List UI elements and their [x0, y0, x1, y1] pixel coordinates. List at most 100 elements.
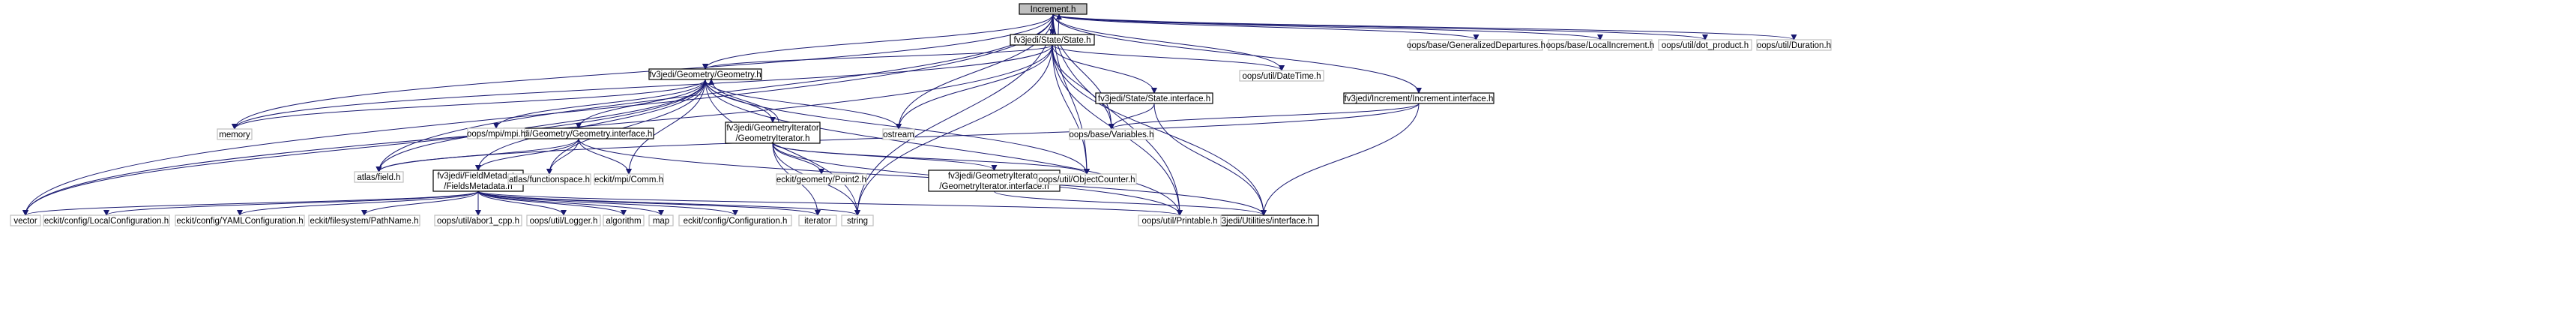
- node-box: [648, 214, 674, 226]
- edge-geometry_iterator_interface-to-utilities_interface: [994, 190, 1267, 216]
- node-label: oops/mpi/mpi.h: [467, 130, 525, 139]
- node-label: iterator: [804, 217, 831, 226]
- edge-geometry-to-atlas_field: [375, 79, 706, 172]
- edge-geometry_iterator-to-object_counter: [772, 142, 1090, 175]
- node-ostream[interactable]: ostream: [882, 128, 915, 140]
- edge-state-to-utilities_interface: [1052, 44, 1267, 216]
- edge-fields_metadata-to-vector: [22, 190, 479, 216]
- node-yaml-configuration[interactable]: eckit/config/YAMLConfiguration.h: [175, 214, 305, 226]
- node-pathname[interactable]: eckit/filesystem/PathName.h: [308, 214, 420, 226]
- node-box: [882, 128, 915, 140]
- node-atlas-functionspace[interactable]: atlas/functionspace.h: [507, 173, 591, 185]
- edge-geometry_iterator-to-point2: [772, 142, 824, 175]
- node-increment-interface[interactable]: fv3jedi/Increment/Increment.interface.h: [1343, 92, 1494, 104]
- node-map[interactable]: map: [648, 214, 674, 226]
- edge-geometry-to-geometry_interface: [576, 79, 706, 129]
- edge-state_interface-to-utilities_interface: [1153, 103, 1267, 216]
- node-memory[interactable]: memory: [217, 128, 253, 140]
- node-point2[interactable]: eckit/geometry/Point2.h: [776, 173, 867, 185]
- node-label: eckit/mpi/Comm.h: [594, 176, 663, 184]
- node-box: [1409, 39, 1543, 51]
- node-box: [1239, 70, 1324, 82]
- node-box: [43, 214, 170, 226]
- node-local-configuration[interactable]: eckit/config/LocalConfiguration.h: [43, 214, 170, 226]
- node-geometry[interactable]: fv3jedi/Geometry/Geometry.h: [648, 68, 762, 80]
- node-algorithm[interactable]: algorithm: [603, 214, 645, 226]
- node-box: [1548, 39, 1653, 51]
- node-local-increment[interactable]: oops/base/LocalIncrement.h: [1546, 39, 1654, 51]
- edge-increment-to-general_departures: [1052, 14, 1479, 40]
- node-mpi[interactable]: oops/mpi/mpi.h: [467, 128, 525, 140]
- node-label: fv3jedi/Increment/Increment.interface.h: [1345, 94, 1494, 104]
- edge-increment-to-geometry: [702, 14, 1054, 70]
- node-label: string: [847, 217, 868, 226]
- node-label: fv3jedi/Geometry/Geometry.h: [649, 70, 761, 80]
- edge-geometry-to-fields_metadata: [475, 79, 706, 171]
- node-box: [798, 214, 837, 226]
- node-logger[interactable]: oops/util/Logger.h: [526, 214, 601, 226]
- node-label: atlas/functionspace.h: [509, 176, 590, 184]
- node-box: [526, 214, 601, 226]
- node-state-interface[interactable]: fv3jedi/State/State.interface.h: [1095, 92, 1213, 104]
- node-box: [1658, 39, 1752, 51]
- edge-geometry-to-printable: [705, 79, 1183, 216]
- edge-geometry-to-eckit_comm: [626, 79, 706, 175]
- node-label: fv3jedi/State/State.h: [1014, 36, 1091, 45]
- node-label: memory: [219, 130, 250, 140]
- edge-fields_metadata-to-iterator: [477, 190, 821, 216]
- node-variables[interactable]: oops/base/Variables.h: [1069, 128, 1154, 140]
- node-string[interactable]: string: [841, 214, 874, 226]
- node-dot-product[interactable]: oops/util/dot_product.h: [1658, 39, 1752, 51]
- node-label: oops/util/Printable.h: [1141, 217, 1217, 226]
- edge-increment-to-ostream: [896, 14, 1054, 130]
- node-box: [1010, 34, 1095, 46]
- edge-increment_interface-to-utilities_interface: [1261, 103, 1420, 216]
- edge-geometry-to-ostream: [705, 79, 902, 130]
- node-layer: Increment.h fv3jedi/State/State.h fv3jedi/…: [10, 3, 1832, 226]
- node-box: [1343, 92, 1494, 104]
- node-label: atlas/field.h: [357, 173, 400, 182]
- node-box: [308, 214, 420, 226]
- edge-geometry_interface-to-fields_metadata: [475, 138, 579, 171]
- node-label: eckit/filesystem/PathName.h: [310, 217, 418, 226]
- node-box: [1756, 39, 1832, 51]
- edge-fields_metadata-to-yaml_configuration: [237, 190, 479, 216]
- edge-geometry-to-vector: [22, 79, 706, 216]
- node-geometry-interface[interactable]: fv3jedi/Geometry/Geometry.interface.h: [503, 128, 654, 140]
- edge-increment-to-atlas_field: [375, 14, 1054, 172]
- node-abor1[interactable]: oops/util/abor1_cpp.h: [434, 214, 522, 226]
- node-atlas-field[interactable]: atlas/field.h: [354, 171, 404, 183]
- node-state[interactable]: fv3jedi/State/State.h: [1010, 34, 1095, 46]
- node-configuration[interactable]: eckit/config/Configuration.h: [678, 214, 792, 226]
- node-utilities-interface[interactable]: fv3jedi/Utilities/interface.h: [1208, 214, 1319, 226]
- node-iterator[interactable]: iterator: [798, 214, 837, 226]
- node-printable[interactable]: oops/util/Printable.h: [1138, 214, 1222, 226]
- node-general-departures[interactable]: oops/base/GeneralizedDepartures.h: [1407, 39, 1545, 51]
- edge-increment-to-variables: [1052, 14, 1114, 130]
- node-duration[interactable]: oops/util/Duration.h: [1756, 39, 1832, 51]
- node-object-counter[interactable]: oops/util/ObjectCounter.h: [1037, 173, 1137, 185]
- node-geometry-iterator[interactable]: fv3jedi/GeometryIterator/GeometryIterato…: [725, 122, 821, 144]
- node-label: Increment.h: [1031, 5, 1076, 14]
- node-box: [1069, 128, 1154, 140]
- edge-fields_metadata-to-string: [477, 190, 860, 216]
- node-increment[interactable]: Increment.h: [1019, 3, 1088, 15]
- edge-geometry_iterator-to-geometry: [708, 79, 779, 123]
- node-label: vector: [13, 217, 37, 226]
- node-datetime[interactable]: oops/util/DateTime.h: [1239, 70, 1324, 82]
- edge-increment-to-increment_interface: [1052, 14, 1422, 94]
- node-label: fv3jedi/Utilities/interface.h: [1215, 217, 1312, 226]
- edge-fields_metadata-to-logger: [477, 190, 567, 216]
- node-label: oops/util/Duration.h: [1757, 41, 1831, 50]
- node-label: eckit/config/Configuration.h: [684, 217, 788, 226]
- node-eckit-comm[interactable]: eckit/mpi/Comm.h: [594, 173, 664, 185]
- node-vector[interactable]: vector: [10, 214, 41, 226]
- edge-fields_metadata-to-configuration: [477, 190, 738, 216]
- node-box: [1095, 92, 1213, 104]
- node-label: ostream: [883, 130, 914, 140]
- edge-fields_metadata-to-printable: [477, 190, 1183, 216]
- edge-geometry-to-mpi: [493, 79, 706, 129]
- edge-increment-to-dot_product: [1052, 14, 1708, 40]
- edge-state-to-object_counter: [1052, 44, 1090, 175]
- node-label: oops/util/DateTime.h: [1242, 72, 1321, 81]
